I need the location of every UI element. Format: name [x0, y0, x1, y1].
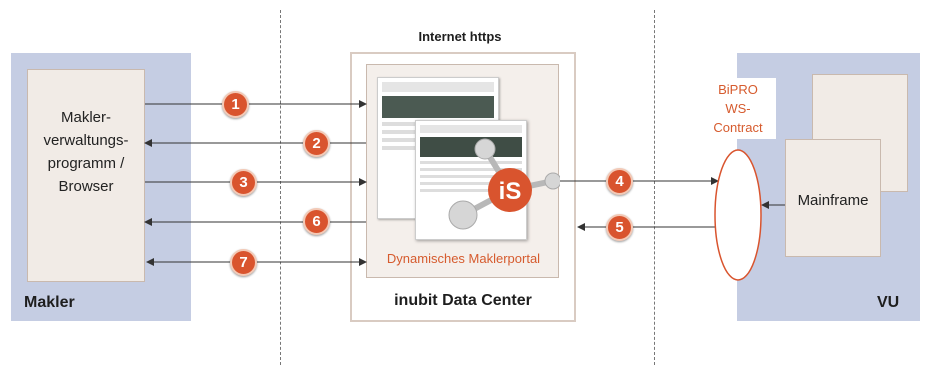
- step-badge-7: 7: [230, 249, 257, 276]
- makler-client-label: Makler- verwaltungs- programm / Browser: [28, 70, 144, 198]
- bipro-interface-ellipse: [714, 149, 762, 281]
- divider-right: [654, 10, 655, 365]
- step-badge-1: 1: [222, 91, 249, 118]
- portal-label: Dynamisches Maklerportal: [386, 251, 541, 266]
- data-center-label: inubit Data Center: [394, 292, 532, 309]
- client-line-1: Makler-: [60, 109, 111, 126]
- divider-left: [280, 10, 281, 365]
- bipro-contract-label: BiPRO WS- Contract: [700, 78, 776, 139]
- vu-panel-label: VU: [877, 294, 900, 311]
- contract-line-2: WS-: [725, 101, 751, 116]
- step-badge-3: 3: [230, 169, 257, 196]
- step-badge-2: 2: [303, 130, 330, 157]
- is-molecule-logo: iS: [448, 138, 560, 230]
- contract-line-1: BiPRO: [718, 82, 758, 97]
- mainframe-box: Mainframe: [785, 139, 881, 257]
- client-line-2: verwaltungs-: [43, 132, 129, 149]
- step-badge-6: 6: [303, 208, 330, 235]
- mainframe-label: Mainframe: [797, 192, 869, 209]
- client-line-3: programm /: [47, 155, 125, 172]
- logo-text: iS: [499, 178, 522, 205]
- client-line-4: Browser: [58, 178, 114, 195]
- portal-box: iS Dynamisches Maklerportal: [366, 64, 560, 278]
- step-badge-5: 5: [606, 214, 633, 241]
- step-badge-4: 4: [606, 168, 633, 195]
- internet-https-label: Internet https: [418, 29, 502, 44]
- makler-client-box: Makler- verwaltungs- programm / Browser: [27, 69, 145, 282]
- contract-line-3: Contract: [713, 120, 763, 135]
- makler-panel-label: Makler: [24, 294, 75, 311]
